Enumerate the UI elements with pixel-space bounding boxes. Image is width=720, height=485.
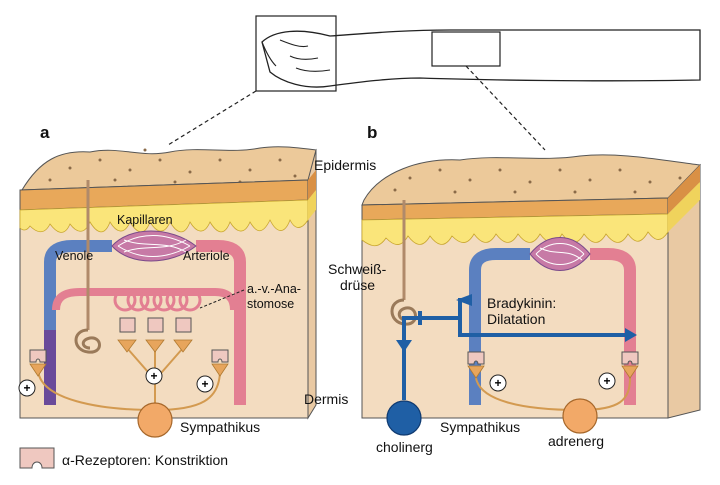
sympathetic-nerves-a xyxy=(29,339,229,438)
plus-sign: + xyxy=(603,374,610,388)
sympathetic-nerves-b xyxy=(467,365,639,434)
bradykinin-label-line2: Dilatation xyxy=(487,311,545,327)
adrenergic-neuron xyxy=(562,398,598,434)
plus-sign: + xyxy=(201,377,208,391)
adrenergic-label: adrenerg xyxy=(548,433,604,449)
capillaries-label: Kapillaren xyxy=(117,213,173,227)
receptor-legend-label: α-Rezeptoren: Konstriktion xyxy=(62,452,228,468)
sympathetic-label-b: Sympathikus xyxy=(440,419,520,435)
anastomosis-label-line2: stomose xyxy=(247,297,294,311)
vessels-a xyxy=(44,180,246,405)
receptor-legend-icon xyxy=(19,447,55,469)
alpha-receptors-a xyxy=(29,317,229,363)
panel-label-b: b xyxy=(367,123,377,142)
vessels-b xyxy=(390,200,636,405)
legend: α-Rezeptoren: Konstriktion xyxy=(19,447,228,469)
hand-detail-box xyxy=(255,15,337,92)
cholinergic-label: cholinerg xyxy=(376,439,433,455)
sweat-gland-label-line1: Schweiß- xyxy=(328,261,387,277)
plus-sign: + xyxy=(150,369,157,383)
plus-sign: + xyxy=(23,381,30,395)
plus-signs-a: + + + xyxy=(18,367,214,397)
skin-block-b xyxy=(361,154,702,419)
venule-label: Venole xyxy=(55,249,93,263)
arteriole-label: Arteriole xyxy=(183,249,230,263)
sympathetic-label-a: Sympathikus xyxy=(180,419,260,435)
sympathetic-neuron-a xyxy=(137,402,173,438)
cholinergic-nerve xyxy=(386,294,637,436)
plus-signs-b: + + xyxy=(489,372,616,392)
panel-label-a: a xyxy=(40,123,50,142)
plus-sign: + xyxy=(494,376,501,390)
alpha-receptors-b xyxy=(467,351,639,365)
sweat-gland-label-line2: drüse xyxy=(340,277,375,293)
bradykinin-label-line1: Bradykinin: xyxy=(487,295,556,311)
epidermis-label: Epidermis xyxy=(314,157,376,173)
arm-illustration xyxy=(167,15,701,151)
anastomosis-label-line1: a.-v.-Ana- xyxy=(247,282,301,296)
cholinergic-neuron xyxy=(386,400,422,436)
dermis-label: Dermis xyxy=(304,391,348,407)
